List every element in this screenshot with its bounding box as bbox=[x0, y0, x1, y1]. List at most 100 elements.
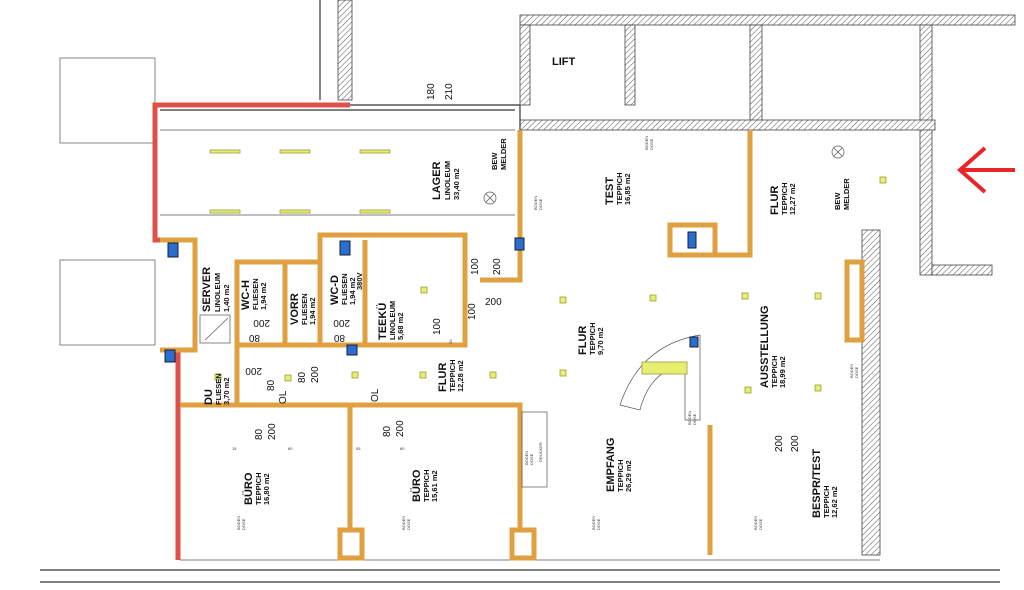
dim-label: 80 bbox=[382, 425, 393, 437]
dim-180: 180 bbox=[426, 83, 437, 100]
room-text: DU bbox=[203, 389, 215, 405]
room-text: DOSE bbox=[854, 366, 859, 378]
room-text: TEPPICH bbox=[615, 172, 624, 205]
dim-label: 15 bbox=[232, 446, 237, 451]
dim-label: 80 bbox=[266, 379, 277, 391]
exterior-structure: LIFT 180 210 bbox=[40, 0, 1016, 583]
room-text: LAGER bbox=[431, 161, 443, 200]
dim-label: 20 bbox=[448, 339, 453, 344]
dim-label: 200 bbox=[310, 366, 321, 383]
room-text: 9,70 m2 bbox=[596, 327, 605, 355]
room-text: BODEN bbox=[401, 516, 406, 530]
room-text: BODEN bbox=[753, 516, 758, 530]
room-text: 1,40 m2 bbox=[222, 284, 231, 312]
dim-label: 80 bbox=[248, 332, 260, 343]
entrance-arrow-icon bbox=[956, 146, 1015, 194]
room-text: TEPPICH bbox=[448, 359, 457, 392]
room-text: FLIESEN bbox=[300, 293, 309, 325]
room-text: 16,80 m2 bbox=[262, 473, 271, 505]
room-text: BODEN bbox=[524, 451, 529, 465]
outlets bbox=[164, 231, 699, 363]
room-text: BEW bbox=[833, 192, 842, 210]
room-text: TEPPICH bbox=[254, 472, 263, 505]
room-text: FLIESEN bbox=[251, 278, 260, 310]
room-text: BODEN bbox=[591, 516, 596, 530]
room-text: FLUR bbox=[577, 326, 589, 355]
room-text: BESPR/TEST bbox=[811, 449, 823, 518]
dim-label: OL bbox=[370, 388, 381, 402]
dim-label: 200 bbox=[790, 435, 801, 452]
room-text: DOSE bbox=[241, 518, 246, 530]
room-text: 12,27 m2 bbox=[788, 183, 797, 215]
room-text: DOSE bbox=[758, 518, 763, 530]
room-text: MELDER bbox=[842, 178, 851, 210]
dim-label: 200 bbox=[774, 435, 785, 452]
room-text: TEPPICH bbox=[780, 182, 789, 215]
dim-label: 60 bbox=[288, 446, 293, 451]
dim-label: 100 bbox=[467, 303, 478, 320]
dim-label: 200 bbox=[253, 317, 270, 328]
dim-label: 200 bbox=[245, 365, 262, 376]
room-text: SERVER bbox=[201, 267, 213, 312]
room-text: TEPPICH bbox=[422, 469, 431, 502]
room-text: DOSE bbox=[649, 138, 654, 150]
room-text: BÜRO bbox=[242, 472, 255, 505]
dim-label: 100 bbox=[432, 318, 443, 335]
room-text: BÜRO bbox=[410, 469, 423, 502]
room-text: BEW bbox=[490, 152, 499, 170]
voltage-label: 380V bbox=[355, 272, 364, 290]
room-text: 12,28 m2 bbox=[456, 360, 465, 392]
room-text: DOSE bbox=[538, 198, 543, 210]
dim-label: 200 bbox=[485, 297, 502, 308]
room-text: 1,94 m2 bbox=[308, 297, 317, 325]
room-text: WC-H bbox=[240, 280, 252, 310]
dim-label: 100 bbox=[470, 258, 481, 275]
dim-label: 80 bbox=[333, 332, 345, 343]
room-text: 3,70 m2 bbox=[222, 377, 231, 405]
room-text: DOSE bbox=[529, 453, 534, 465]
dim-210: 210 bbox=[444, 83, 455, 100]
room-text: 5,68 m2 bbox=[396, 312, 405, 340]
room-text: LINOLEUM bbox=[443, 161, 452, 200]
lift-label: LIFT bbox=[552, 56, 575, 68]
room-text: TEST bbox=[604, 177, 616, 205]
dim-label: 200 bbox=[333, 317, 350, 328]
room-text: 33,40 m2 bbox=[452, 168, 461, 200]
room-text: 16,85 m2 bbox=[623, 173, 632, 205]
room-text: MELDER bbox=[499, 138, 508, 170]
room-text: TEPPICH bbox=[616, 459, 625, 492]
room-text: DOSE bbox=[406, 518, 411, 530]
printer-label: DRUCKER bbox=[538, 442, 543, 462]
motion-sensor-icon bbox=[483, 191, 497, 205]
room-text: 15,61 m2 bbox=[430, 470, 439, 502]
dim-label: 200 bbox=[395, 420, 406, 437]
room-text: TEPPICH bbox=[588, 322, 597, 355]
ceiling-lights bbox=[209, 149, 887, 394]
room-text: BODEN bbox=[644, 136, 649, 150]
room-text: FLIESEN bbox=[214, 373, 223, 405]
dim-label: 80 bbox=[297, 371, 308, 383]
room-text: AUSSTELLUNG bbox=[759, 306, 771, 389]
room-text: DOSE bbox=[596, 518, 601, 530]
room-text: BODEN bbox=[687, 411, 692, 425]
room-text: FLIESEN bbox=[340, 273, 349, 305]
room-text: BODEN bbox=[849, 364, 854, 378]
